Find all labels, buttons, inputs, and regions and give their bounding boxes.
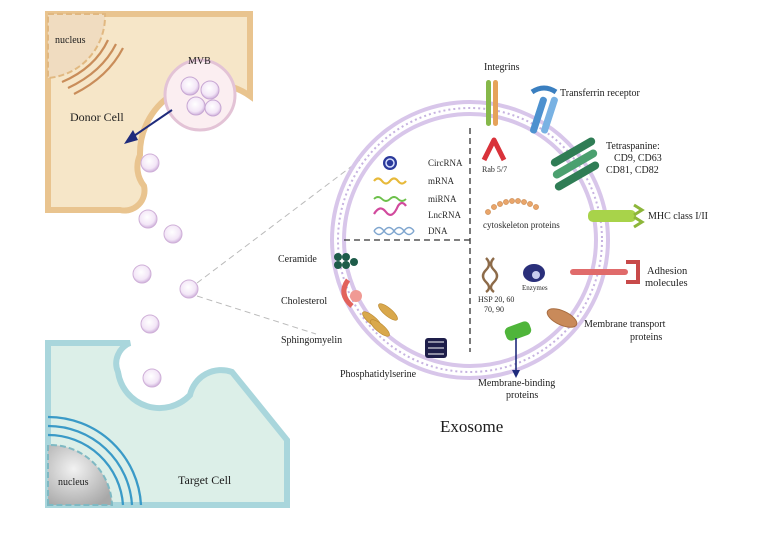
membrane-transport-label-line2: proteins <box>630 332 662 343</box>
donor-golgi <box>61 39 124 95</box>
mvb-label: MVB <box>188 56 211 67</box>
target-er <box>47 415 143 506</box>
donor-cell: nucleus MVB Donor Cell <box>45 11 253 214</box>
hsp-label-line2: 70, 90 <box>484 305 504 314</box>
exosome-vesicle <box>330 100 610 380</box>
enzymes-icon <box>523 264 545 282</box>
dna-label: DNA <box>428 226 448 236</box>
mrna-label: mRNA <box>428 176 455 186</box>
released-vesicle <box>140 314 160 334</box>
mirna-label: miRNA <box>428 194 457 204</box>
sphingomyelin-icon <box>362 303 398 337</box>
lncrna-icon <box>373 201 407 216</box>
mirna-icon <box>373 196 407 202</box>
membrane-transport-icon <box>546 308 578 328</box>
rab-icon <box>481 137 507 162</box>
tetraspanine-label-line3: CD81, CD82 <box>606 165 659 176</box>
phosphatidylserine-icon <box>425 338 447 358</box>
nucleic-acids-panel: CircRNA mRNA miRNA LncRNA DNA <box>373 156 463 236</box>
zoom-line-bottom <box>196 295 317 335</box>
mhc-label: MHC class I/II <box>648 211 708 222</box>
cytoskeleton-icon <box>485 198 539 215</box>
adhesion-label-line1: Adhesion <box>647 266 688 277</box>
integrins-icon <box>486 80 498 126</box>
donor-nucleus <box>47 13 107 80</box>
phosphatidylserine-label: Phosphatidylserine <box>340 369 417 380</box>
adhesion-molecule-icon <box>570 260 640 284</box>
released-vesicle <box>179 279 199 299</box>
released-vesicle <box>163 224 183 244</box>
donor-cell-label: Donor Cell <box>70 110 124 124</box>
tetraspanine-label-line2: CD9, CD63 <box>614 153 662 164</box>
cholesterol-label: Cholesterol <box>281 296 327 307</box>
membrane-transport-label-line1: Membrane transport <box>584 319 666 330</box>
hsp-label-line1: HSP 20, 60 <box>478 295 514 304</box>
target-nucleus <box>47 443 114 506</box>
released-vesicle <box>140 153 160 173</box>
released-vesicle <box>142 368 162 388</box>
released-vesicles <box>132 153 199 388</box>
cholesterol-icon <box>341 278 362 308</box>
target-cell: nucleus Target Cell <box>45 340 290 508</box>
secretion-arrowhead <box>124 130 138 144</box>
circrna-label: CircRNA <box>428 158 463 168</box>
dna-icon <box>373 226 415 236</box>
hsp-icon <box>481 257 499 293</box>
donor-nucleus-label: nucleus <box>55 35 86 46</box>
ceramide-label: Ceramide <box>278 254 317 265</box>
tetraspanine-label-line1: Tetraspanine: <box>606 141 660 152</box>
exosome-membrane-outer <box>330 100 610 380</box>
circrna-icon <box>383 156 397 170</box>
target-nucleus-label: nucleus <box>58 477 89 488</box>
adhesion-label-line2: molecules <box>645 278 688 289</box>
zoom-line-top <box>196 159 361 284</box>
released-vesicle <box>138 209 158 229</box>
mrna-icon <box>373 177 407 185</box>
released-vesicle <box>132 264 152 284</box>
membrane-binding-label-line2: proteins <box>506 390 538 401</box>
target-cell-label: Target Cell <box>178 473 232 487</box>
mhc-icon <box>588 203 645 229</box>
mvb <box>163 58 237 132</box>
lncrna-label: LncRNA <box>428 210 461 220</box>
sphingomyelin-label: Sphingomyelin <box>281 335 342 346</box>
membrane-binding-label-line1: Membrane-binding <box>478 378 555 389</box>
membrane-binding-icon <box>504 321 532 378</box>
transferrin-receptor-icon <box>530 85 558 134</box>
rab-label: Rab 5/7 <box>482 165 507 174</box>
integrins-label: Integrins <box>484 62 520 73</box>
exosome-title: Exosome <box>440 417 503 436</box>
ceramide-icon <box>334 253 358 269</box>
transferrin-receptor-label: Transferrin receptor <box>560 88 641 99</box>
enzymes-label: Enzymes <box>522 284 548 292</box>
tetraspanine-icon <box>550 137 600 191</box>
cytoskeleton-label: cytoskeleton proteins <box>483 220 560 230</box>
